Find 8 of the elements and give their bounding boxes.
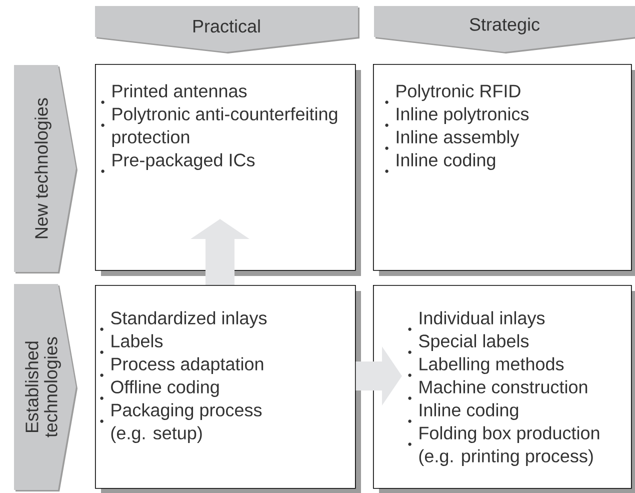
matrix-cell: Polytronic RFID Inline polytronics Inline assembly Inline coding [373,64,635,276]
row-header: Established technologies [14,284,78,492]
column-header: Strategic [374,6,635,54]
matrix-cell: Standardized inlays Labels Process adaptation Offline coding Packaging process (e.g. setup) [95,285,361,493]
row-header: New technologies [14,65,78,274]
column-header: Practical [95,6,360,54]
matrix-cell: Individual inlays Special labels Labelling methods Machine construction Inline coding Folding box production (e.g. printing process) [373,285,635,493]
matrix-cell: Printed antennas Polytronic anti-counterfeiting protection Pre-packaged ICs [95,64,361,276]
